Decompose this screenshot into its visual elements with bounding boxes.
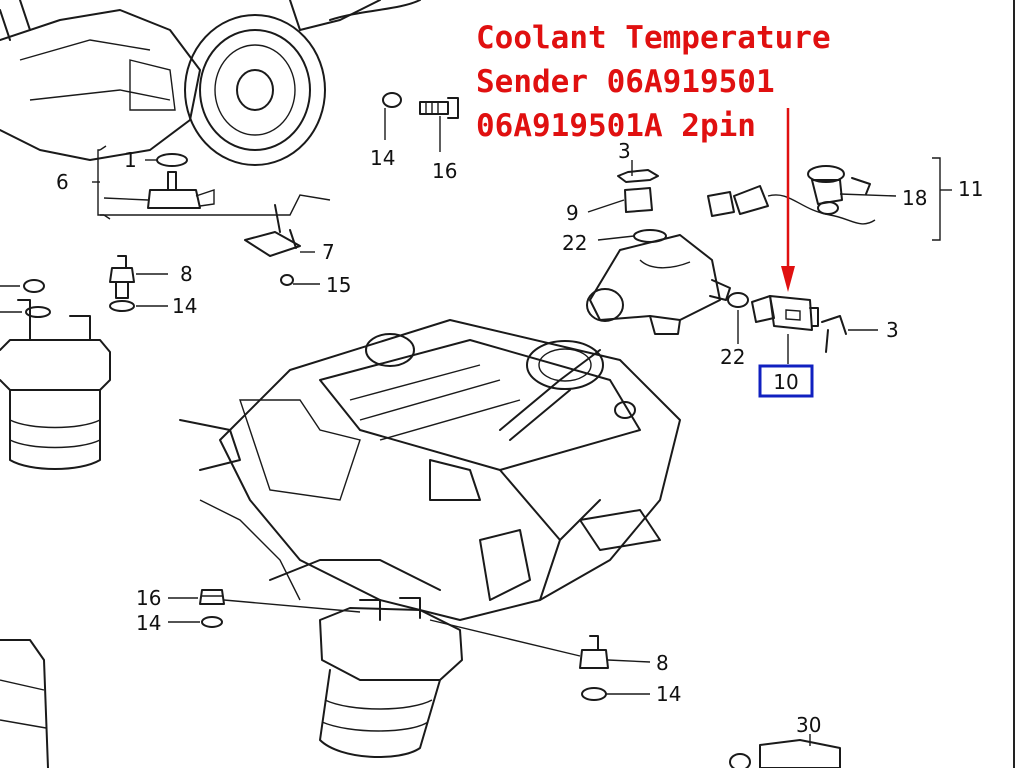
part-label-7: 7 bbox=[322, 240, 335, 264]
part-label-16: 16 bbox=[136, 586, 161, 610]
part-label-6: 6 bbox=[56, 170, 69, 194]
fuel-filter-bottom-drawing bbox=[319, 597, 463, 758]
part-30-drawing bbox=[729, 734, 841, 768]
sensor-8-left-drawing bbox=[109, 255, 168, 312]
engine-block-drawing bbox=[179, 319, 681, 621]
part-label-22: 22 bbox=[720, 345, 745, 369]
fuel-filter-left-drawing bbox=[0, 279, 111, 470]
bracket-7-drawing bbox=[244, 204, 320, 286]
part-label-16: 16 bbox=[432, 159, 457, 183]
part-label-1: 1 bbox=[124, 148, 137, 172]
filter-bottom-left-drawing bbox=[0, 639, 49, 768]
part-label-8: 8 bbox=[656, 651, 669, 675]
sensor-11-18-drawing bbox=[707, 157, 952, 241]
part-label-11: 11 bbox=[958, 177, 983, 201]
part-label-3: 3 bbox=[886, 318, 899, 342]
sensor-6-drawing bbox=[92, 145, 331, 220]
part-10-label: 10 bbox=[773, 370, 798, 394]
part-label-8: 8 bbox=[180, 262, 193, 286]
part-label-18: 18 bbox=[902, 186, 927, 210]
coolant-temperature-sender-drawing bbox=[727, 292, 878, 364]
caption-line-1: Coolant Temperature bbox=[476, 20, 831, 56]
part-10-highlight-box bbox=[758, 364, 814, 398]
caption-line-2: Sender 06A919501 bbox=[476, 64, 775, 100]
sensor-8-lower-drawing bbox=[429, 619, 651, 701]
part-label-15: 15 bbox=[326, 273, 351, 297]
part-label-3: 3 bbox=[618, 139, 631, 163]
part-label-9: 9 bbox=[566, 201, 579, 225]
part-label-14: 14 bbox=[136, 611, 161, 635]
part-caption: Coolant Temperature Sender 06A919501 06A… bbox=[476, 20, 831, 144]
coolant-flange-drawing bbox=[586, 160, 731, 335]
caption-line-3: 06A919501A 2pin bbox=[476, 108, 756, 144]
washer-and-bolt-top bbox=[382, 92, 459, 152]
part-label-14: 14 bbox=[370, 146, 395, 170]
part-label-14: 14 bbox=[172, 294, 197, 318]
engine-pulley-drawing bbox=[0, 0, 421, 166]
lower-plug-16-drawing bbox=[168, 589, 361, 628]
callout-arrow bbox=[781, 108, 795, 292]
part-label-22: 22 bbox=[562, 231, 587, 255]
part-label-30: 30 bbox=[796, 713, 821, 737]
part-label-14: 14 bbox=[656, 682, 681, 706]
